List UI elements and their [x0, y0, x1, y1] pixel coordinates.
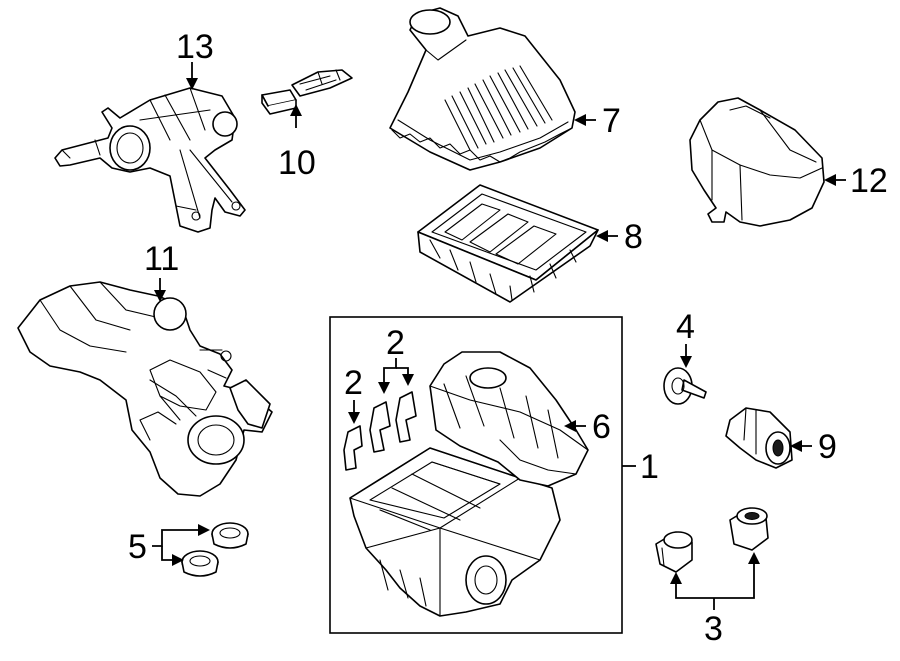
part-3-couplers [655, 507, 769, 573]
callout-2-left: 2 [344, 364, 363, 402]
callout-12: 12 [850, 162, 888, 200]
callout-6: 6 [592, 408, 611, 446]
callout-7: 7 [602, 102, 621, 140]
part-13-intake-tube-bracket [54, 87, 246, 233]
part-12-resonator [689, 97, 825, 227]
callout-11: 11 [144, 240, 179, 278]
part-8-air-filter [417, 184, 599, 303]
callout-13: 13 [176, 28, 214, 66]
callout-labels: 13 10 7 12 8 11 2 2 4 6 9 1 5 3 [128, 28, 888, 648]
callout-2-right: 2 [386, 324, 405, 362]
callout-10: 10 [278, 144, 316, 182]
callout-4: 4 [676, 308, 695, 346]
callout-8: 8 [624, 218, 643, 256]
part-11-intake-hose [17, 281, 273, 497]
part-1-air-cleaner-assembly [329, 316, 623, 634]
callout-1: 1 [640, 448, 659, 486]
part-4-push-pin [663, 367, 707, 405]
callout-9: 9 [818, 428, 837, 466]
part-9-fitting [725, 407, 793, 469]
part-6-housing-cover [429, 351, 589, 487]
assembly-box [329, 316, 623, 634]
callout-5: 5 [128, 528, 147, 566]
part-5-grommets [181, 522, 249, 577]
part-7-air-cleaner-cover [389, 7, 576, 171]
part-2-clips [343, 391, 417, 471]
callout-3: 3 [704, 610, 723, 648]
leader-lines [152, 62, 846, 610]
part-10-mass-air-flow-sensor [261, 69, 353, 115]
